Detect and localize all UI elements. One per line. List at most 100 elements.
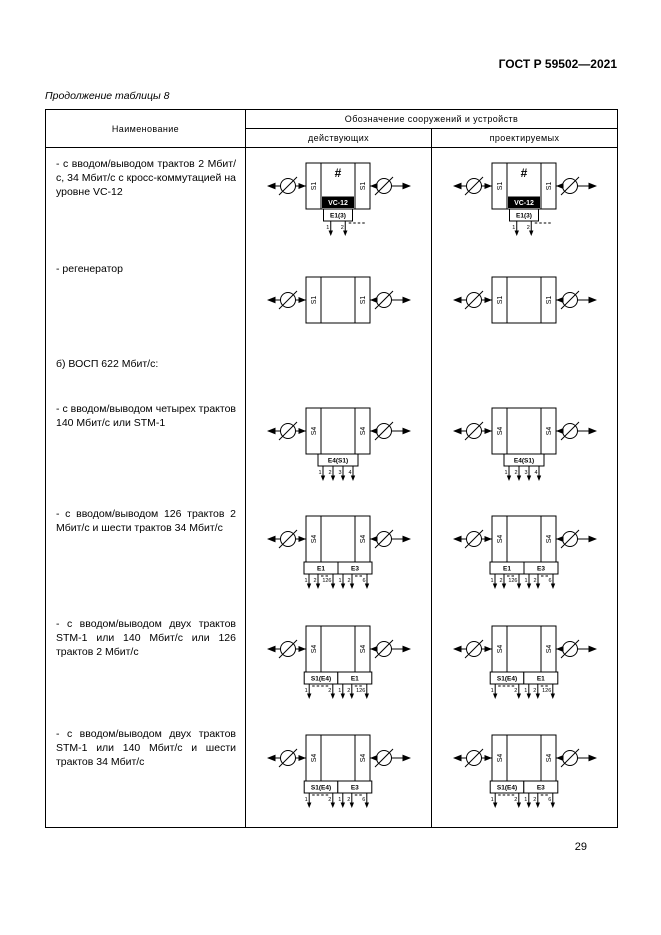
svg-text:S4: S4 [311,644,318,653]
svg-text:1: 1 [304,797,307,803]
svg-text:126: 126 [356,688,365,694]
svg-text:S4: S4 [311,754,318,763]
svg-text:Е3: Е3 [350,785,358,792]
arrow-right-icon [588,645,597,652]
svg-text:S4: S4 [360,644,367,653]
svg-text:2: 2 [514,470,517,476]
svg-text:S4: S4 [497,427,504,436]
svg-text:2: 2 [514,797,517,803]
svg-text:S1(Е4): S1(Е4) [310,675,330,682]
table-header: Наименование Обозначение сооружений и ус… [45,109,619,148]
svg-text:S4: S4 [360,427,367,436]
table-caption: Продолжение таблицы 8 [45,90,170,102]
svg-text:1: 1 [338,578,341,584]
svg-text:2: 2 [533,688,536,694]
svg-text:Е1: Е1 [536,675,544,682]
row-name: б) ВОСП 622 Мбит/с: [45,347,246,393]
diagram-existing [245,347,432,393]
header-name: Наименование [45,109,246,148]
arrow-right-icon [402,296,411,304]
arrow-right-icon [588,535,597,542]
svg-text:S1: S1 [311,296,318,305]
svg-text:S1: S1 [546,182,553,191]
svg-text:Е3: Е3 [537,565,545,572]
svg-text:Е1(3): Е1(3) [516,213,532,220]
svg-text:S4: S4 [546,427,553,436]
table-8: Наименование Обозначение сооружений и ус… [45,109,619,828]
arrow-left-icon [452,645,461,652]
svg-text:1: 1 [524,797,527,803]
header-designation-group: Обозначение сооружений и устройств [244,109,619,129]
arrow-right-icon [402,182,411,190]
arrow-left-icon [452,182,461,190]
svg-text:S1(Е4): S1(Е4) [310,785,330,792]
header-existing: действующих [245,128,432,148]
svg-text:1: 1 [318,470,321,476]
svg-text:S4: S4 [311,534,318,543]
svg-text:3: 3 [338,470,341,476]
svg-text:2: 2 [347,688,350,694]
svg-text:1: 1 [490,797,493,803]
arrow-left-icon [266,754,275,762]
arrow-left-icon [452,296,461,304]
svg-text:1: 1 [338,688,341,694]
svg-text:S1: S1 [360,182,367,191]
svg-text:1: 1 [304,688,307,694]
arrow-left-icon [266,182,275,190]
svg-text:VC-12: VC-12 [514,200,534,207]
svg-text:S1: S1 [311,182,318,191]
arrow-right-icon [588,182,597,190]
svg-text:2: 2 [328,470,331,476]
doc-code: ГОСТ Р 59502—2021 [498,57,617,71]
svg-text:126: 126 [508,578,517,584]
arrow-right-icon [588,427,597,435]
table-row: б) ВОСП 622 Мбит/с: [45,347,619,393]
arrow-right-icon [402,754,411,762]
arrow-left-icon [266,645,275,652]
arrow-right-icon [402,535,411,542]
svg-text:2: 2 [328,797,331,803]
arrow-right-icon [588,296,597,304]
svg-text:S4: S4 [546,534,553,543]
svg-text:6: 6 [362,578,365,584]
svg-text:2: 2 [533,797,536,803]
svg-text:2: 2 [526,225,529,231]
table-row: - с вводом/выводом двух трактов STM-1 ил… [45,607,619,718]
svg-text:2: 2 [313,578,316,584]
svg-text:1: 1 [490,578,493,584]
svg-text:S4: S4 [546,754,553,763]
svg-text:2: 2 [514,688,517,694]
svg-text:1: 1 [524,578,527,584]
arrow-right-icon [402,645,411,652]
svg-text:1: 1 [338,797,341,803]
svg-text:1: 1 [326,225,329,231]
row-name: - с вводом/выводом двух трактов STM-1 ил… [45,607,246,718]
svg-text:2: 2 [499,578,502,584]
arrow-left-icon [452,427,461,435]
arrow-left-icon [266,427,275,435]
arrow-right-icon [402,427,411,435]
diagram-planned [430,347,619,393]
svg-text:4: 4 [534,470,537,476]
svg-text:126: 126 [322,578,331,584]
svg-text:Е4(S1): Е4(S1) [327,458,347,465]
svg-text:Е1: Е1 [350,675,358,682]
arrow-left-icon [266,296,275,304]
svg-text:Е1(3): Е1(3) [330,213,346,220]
row-name: - регенератор [45,252,246,348]
svg-text:S4: S4 [497,644,504,653]
svg-text:1: 1 [304,578,307,584]
